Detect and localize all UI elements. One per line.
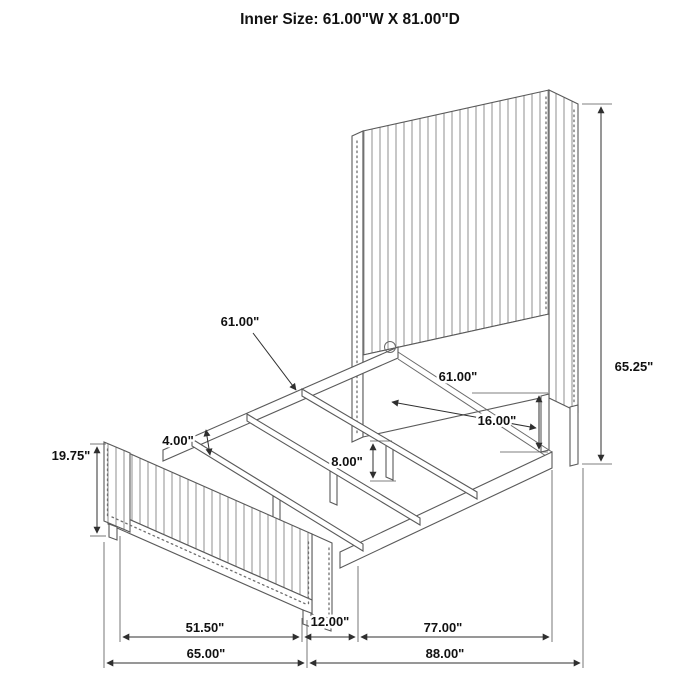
- bed-frame: [162, 341, 553, 569]
- dim-label-footboard-height: 19.75": [52, 448, 91, 463]
- dim-overall-width: 65.00": [106, 644, 305, 667]
- dim-side-rail-length: 77.00": [360, 618, 550, 641]
- footboard: [103, 441, 333, 632]
- dim-footboard-inner-width: 51.50": [122, 618, 300, 641]
- slat-2: [246, 413, 421, 526]
- dim-label-overall-width: 65.00": [187, 646, 226, 661]
- dim-label-headboard-inner-width: 61.00": [439, 369, 478, 384]
- dim-headboard-height: 65.25": [597, 106, 656, 462]
- dim-label-footboard-inner-width: 51.50": [186, 620, 225, 635]
- dim-headboard-inner-width: 61.00": [391, 367, 537, 431]
- footboard-left-leg: [108, 523, 118, 541]
- diagram-title: Inner Size: 61.00"W X 81.00"D: [240, 11, 460, 28]
- dim-footboard-height: 19.75": [49, 446, 101, 534]
- dim-label-rail-width: 4.00": [162, 433, 193, 448]
- footboard-left-post: [103, 441, 131, 533]
- extension-lines: [90, 103, 612, 668]
- dim-label-center-leg-height: 8.00": [331, 454, 362, 469]
- headboard: [351, 89, 579, 467]
- dim-label-slat-length: 61.00": [221, 314, 260, 329]
- dim-rail-to-floor: 16.00": [475, 395, 543, 450]
- dim-label-rail-to-floor: 16.00": [478, 413, 517, 428]
- bolt-icon: [384, 341, 396, 353]
- dim-slat-length: 61.00": [218, 312, 297, 391]
- near-side-rail: [339, 451, 553, 569]
- headboard-channel-panel: [362, 89, 550, 356]
- center-leg-2: [329, 470, 338, 506]
- dim-rail-width: 4.00": [160, 429, 213, 456]
- dim-center-leg-height: 8.00": [329, 443, 377, 479]
- footboard-rear-leg: [324, 616, 332, 632]
- slat-1: [191, 438, 364, 552]
- far-side-rail: [162, 346, 399, 462]
- headboard-rear-leg: [569, 404, 579, 467]
- dim-label-overall-length: 88.00": [426, 646, 465, 661]
- dim-label-side-rail-length: 77.00": [424, 620, 463, 635]
- dim-overall-length: 88.00": [309, 644, 581, 667]
- dim-footboard-depth: 12.00": [304, 612, 356, 641]
- nailhead-trim-bottom-icon: [111, 516, 309, 606]
- slat-3: [301, 388, 478, 500]
- dim-label-headboard-height: 65.25": [615, 359, 654, 374]
- footboard-channel-panel: [107, 443, 313, 601]
- dim-label-footboard-depth: 12.00": [311, 614, 350, 629]
- footboard-right-leg: [302, 609, 312, 628]
- headboard-front-leg: [540, 393, 550, 453]
- center-leg-3: [385, 444, 394, 481]
